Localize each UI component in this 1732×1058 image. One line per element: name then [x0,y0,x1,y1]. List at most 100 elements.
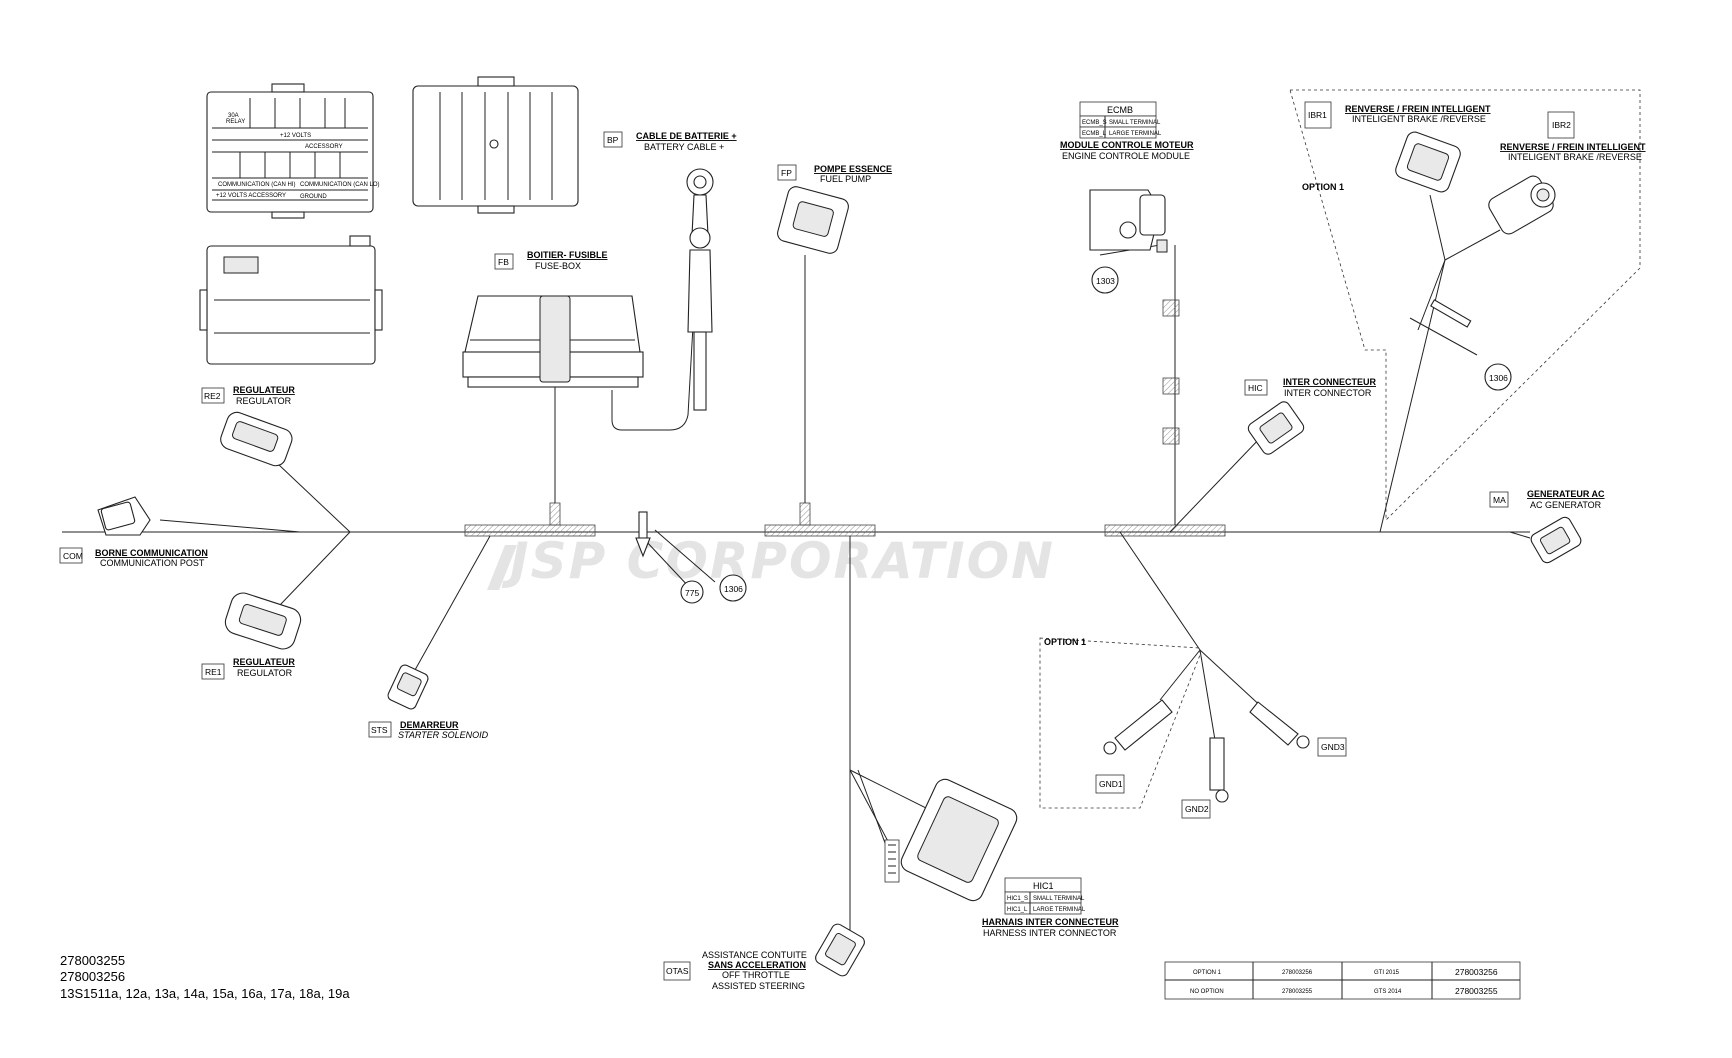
gnd3-code: GND3 [1321,742,1345,752]
gnd3-terminal [1249,701,1310,749]
hic1-part-tag [884,839,900,883]
fuse-can-lo-label: COMMUNICATION (CAN LO) [300,182,380,188]
hic-code-box [1244,379,1268,396]
ibr2-label-fr: RENVERSE / FREIN INTELLIGENT [1500,142,1646,152]
otas-line-1: ASSISTANCE CONTUITE [702,950,807,960]
otas-code: OTAS [666,966,689,976]
fb-label-en: FUSE-BOX [535,261,581,271]
com-label-fr: BORNE COMMUNICATION [95,548,208,558]
main-trunk [62,194,1531,935]
battery-cable [686,168,714,411]
sensor-775-1306 [635,511,651,558]
option-table-r2c1: NO OPTION [1190,989,1224,995]
ma-code-box [1489,491,1509,508]
hic-code: HIC [1248,383,1263,393]
bp-code: BP [607,135,619,145]
hic1-label-en: HARNESS INTER CONNECTOR [983,928,1117,938]
fuse-panel-diagram-c [199,235,383,365]
hic1-terminal-s-desc: SMALL TERMINAL [1033,896,1085,902]
com-label-en: COMMUNICATION POST [100,558,205,568]
fb-code: FB [498,257,509,267]
sts-code-box [368,721,392,738]
fp-code: FP [781,168,792,178]
svg-text:1303: 1303 [1096,276,1115,286]
callout-1306-lower: 1306 [719,574,747,602]
gnd1-terminal [1103,699,1173,755]
com-connector [97,496,151,536]
ecmb-label-en: ENGINE CONTROLE MODULE [1062,151,1190,161]
sts-label-en: STARTER SOLENOID [398,730,489,740]
fb-label-fr: BOITIER- FUSIBLE [527,250,608,260]
com-code: COM [63,551,83,561]
fuel-pump-connector [777,186,849,254]
re2-label-en: REGULATOR [236,396,292,406]
ibr1-code: IBR1 [1308,110,1327,120]
ecmb-terminal-l: ECMB_L [1082,131,1107,137]
bp-code-box [603,131,623,148]
ecmb-terminal-s: ECMB_S [1082,120,1107,126]
fuse-can-hi-label: COMMUNICATION (CAN HI) [218,182,296,188]
option-table-r2c2: 278003255 [1282,989,1313,995]
bp-label-en: BATTERY CABLE + [644,142,724,152]
gnd1-code-box [1095,774,1125,794]
otas-connector [815,923,865,977]
fuse-box [462,295,644,388]
ibr1-code-box [1304,101,1332,129]
ecmb-module [1089,189,1168,253]
re2-connector [220,411,293,467]
ecmb-terminal-s-desc: SMALL TERMINAL [1109,120,1161,126]
part-ref-2: 278003256 [60,969,125,984]
gnd3-code-box [1317,737,1347,757]
hic1-label-fr: HARNAIS INTER CONNECTEUR [982,917,1119,927]
svg-text:775: 775 [685,588,699,598]
hic1-title: HIC1 [1033,881,1054,891]
ibr2-label-en: INTELIGENT BRAKE /REVERSE [1508,152,1642,162]
bp-label-fr: CABLE DE BATTERIE + [636,131,737,141]
hic1-terminal-l-desc: LARGE TERMINAL [1033,907,1086,913]
fb-code-box [494,253,514,270]
re1-label-en: REGULATOR [237,668,293,678]
hic-label-fr: INTER CONNECTEUR [1283,377,1377,387]
fuse-panel-diagram-a: 30A RELAY +12 VOLTS ACCESSORY COMMUNICAT… [206,83,380,219]
fuse-ground-label: GROUND [300,194,327,200]
svg-text:1306: 1306 [724,584,743,594]
ibr2-connector [1488,175,1556,235]
fuse-relay-label: RELAY [226,119,245,125]
ibr1-label-fr: RENVERSE / FREIN INTELLIGENT [1345,104,1491,114]
option-table-r2c3: GTS 2014 [1374,989,1402,995]
option1-lower-region [1039,637,1201,809]
re2-label-fr: REGULATEUR [233,385,295,395]
ibr1-connector [1395,131,1461,193]
hic-connector [1247,401,1305,455]
gnd1-code: GND1 [1099,779,1123,789]
svg-text:1306: 1306 [1489,373,1508,383]
part-ref-1: 278003255 [60,953,125,968]
otas-line-4: ASSISTED STEERING [712,981,805,991]
ecmb-terminal-l-desc: LARGE TERMINAL [1109,131,1162,137]
otas-line-3: OFF THROTTLE [722,970,790,980]
callout-1306-upper: 1306 [1484,363,1512,391]
option-table-r1c2: 278003256 [1282,970,1313,976]
ibr2-code-box [1547,111,1575,139]
callout-1303: 1303 [1091,266,1119,294]
sts-connector [387,664,429,710]
re1-code-box [201,663,225,680]
re1-connector [224,592,302,650]
ma-connector [1530,516,1582,564]
re2-code-box [201,387,225,404]
option1-upper-region [1289,89,1641,521]
fuse-12v-label: +12 VOLTS [280,133,311,139]
gnd2-code-box [1181,799,1211,819]
re1-label-fr: REGULATEUR [233,657,295,667]
ecmb-label-fr: MODULE CONTROLE MOTEUR [1060,140,1194,150]
ibr2-code: IBR2 [1552,120,1571,130]
sts-label-fr: DEMARREUR [400,720,459,730]
fp-label-fr: POMPE ESSENCE [814,164,892,174]
otas-line-2: SANS ACCELERATION [708,960,806,970]
ecmb-terminal-table: ECMB ECMB_S SMALL TERMINAL ECMB_L LARGE … [1079,101,1162,139]
gnd2-code: GND2 [1185,804,1209,814]
callout-775: 775 [680,580,704,604]
hic-label-en: INTER CONNECTOR [1284,388,1372,398]
watermark-logo [487,545,517,590]
